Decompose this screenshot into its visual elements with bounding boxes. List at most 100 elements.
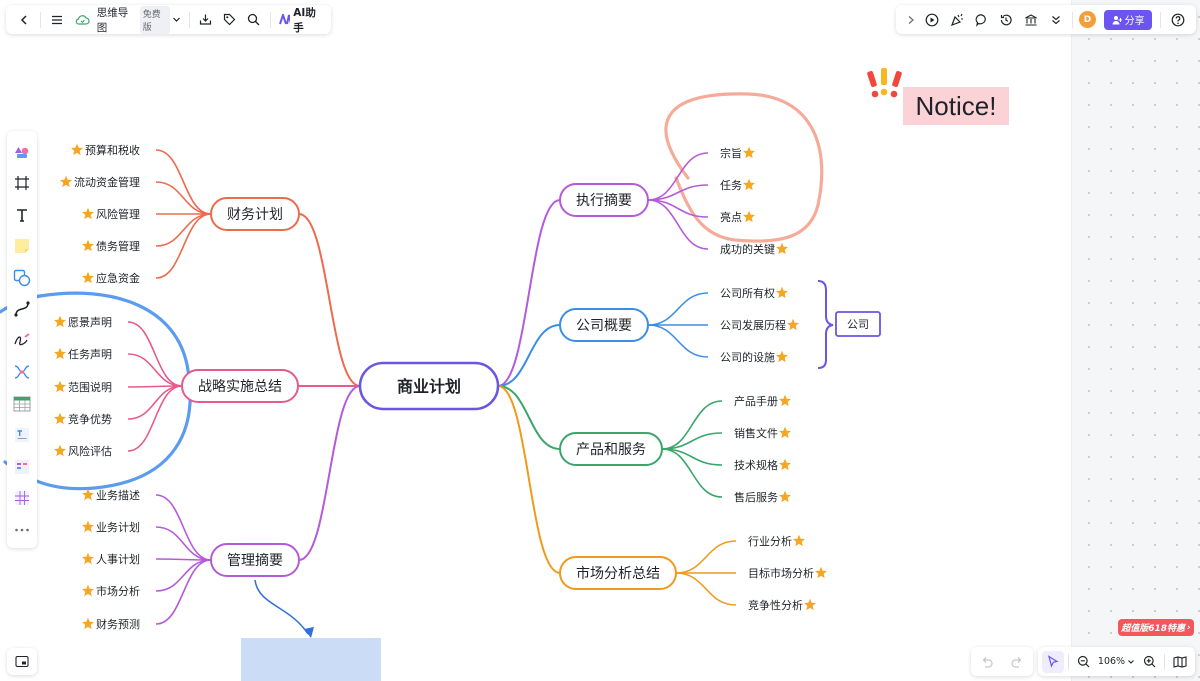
- undo-icon: [982, 656, 993, 668]
- leaf-node[interactable]: 公司的设施: [720, 350, 775, 364]
- branch-node-box[interactable]: [181, 369, 299, 403]
- branch-connector: [661, 448, 723, 498]
- more-options-button[interactable]: [1043, 9, 1068, 31]
- leaf-node[interactable]: 任务: [720, 179, 742, 192]
- summary-node-box[interactable]: [835, 311, 881, 337]
- leaf-node[interactable]: 技术规格: [734, 458, 778, 472]
- leaf-node[interactable]: 任务声明: [68, 347, 112, 361]
- leaf-node[interactable]: 财务预测: [96, 617, 140, 631]
- freehand-circle-annotation[interactable]: [664, 92, 824, 243]
- leaf-node[interactable]: 公司所有权: [720, 286, 775, 300]
- selection-rectangle[interactable]: [241, 638, 381, 681]
- summary-bracket[interactable]: [817, 280, 834, 369]
- leaf-node[interactable]: 预算和税收: [85, 143, 140, 157]
- comment-button[interactable]: [969, 9, 994, 31]
- leaf-node[interactable]: 销售文件: [734, 426, 778, 440]
- connector-tool[interactable]: [9, 294, 35, 326]
- export-button[interactable]: [196, 9, 216, 31]
- fit-view-button[interactable]: [1169, 651, 1191, 673]
- leaf-node[interactable]: 售后服务: [734, 490, 778, 504]
- present-button[interactable]: [920, 9, 945, 31]
- branch-node[interactable]: 战略实施总结: [181, 369, 299, 403]
- arrow-connector[interactable]: [254, 579, 309, 635]
- kanban-tool[interactable]: [9, 451, 35, 483]
- branch-node-box[interactable]: [559, 432, 663, 466]
- document-title[interactable]: 思维导图: [96, 6, 129, 34]
- branch-node[interactable]: 财务计划: [210, 197, 300, 231]
- shape-tool[interactable]: [9, 262, 35, 294]
- text-card-tool[interactable]: [9, 420, 35, 452]
- leaf-node[interactable]: 债务管理: [96, 239, 140, 253]
- mindmap-tool[interactable]: [9, 357, 35, 389]
- history-button[interactable]: [994, 9, 1019, 31]
- share-button[interactable]: 分享: [1103, 9, 1153, 30]
- leaf-node[interactable]: 成功的关键: [720, 242, 775, 256]
- summary-node[interactable]: 公司: [835, 311, 881, 337]
- branch-node-box[interactable]: [559, 556, 677, 590]
- branch-node[interactable]: 执行摘要: [559, 183, 649, 217]
- promo-badge[interactable]: 超值版618特惠 ›: [1118, 619, 1194, 636]
- branch-node[interactable]: 市场分析总结: [559, 556, 677, 590]
- sticky-note-tool[interactable]: [9, 231, 35, 263]
- leaf-node[interactable]: 人事计划: [96, 553, 140, 566]
- text-tool[interactable]: [9, 199, 35, 231]
- select-mode-button[interactable]: [1042, 650, 1064, 673]
- leaf-node[interactable]: 范围说明: [68, 380, 112, 394]
- leaf-node[interactable]: 产品手册: [734, 394, 778, 408]
- frame-tool[interactable]: [9, 168, 35, 200]
- tag-button[interactable]: [220, 9, 240, 31]
- leaf-node[interactable]: 风险评估: [68, 444, 112, 458]
- toolbar-divider: [1164, 653, 1166, 670]
- zoom-out-button[interactable]: [1073, 651, 1095, 673]
- central-topic-box[interactable]: [358, 361, 500, 411]
- branch-connector: [661, 432, 723, 450]
- leaf-node[interactable]: 亮点: [720, 210, 742, 224]
- branch-node-box[interactable]: [210, 543, 300, 577]
- branch-node[interactable]: 产品和服务: [559, 432, 663, 466]
- user-avatar[interactable]: D: [1079, 11, 1096, 28]
- leaf-node[interactable]: 愿景声明: [68, 315, 112, 329]
- leaf-node[interactable]: 行业分析: [748, 534, 792, 548]
- ai-assistant-button[interactable]: AI助手: [278, 5, 323, 35]
- cloud-sync-status[interactable]: [73, 9, 93, 31]
- leaf-node[interactable]: 业务计划: [96, 521, 140, 534]
- leaf-node[interactable]: 目标市场分析: [748, 566, 814, 580]
- leaf-node[interactable]: 风险管理: [96, 207, 140, 221]
- title-dropdown-button[interactable]: [170, 9, 183, 31]
- table-tool[interactable]: [9, 388, 35, 420]
- leaf-node[interactable]: 公司发展历程: [720, 318, 786, 332]
- institution-icon: [1025, 13, 1037, 26]
- leaf-node[interactable]: 竞争优势: [68, 412, 112, 426]
- leaf-node[interactable]: 应急资金: [96, 271, 140, 285]
- leaf-node[interactable]: 流动资金管理: [74, 175, 140, 189]
- leaf-node[interactable]: 市场分析: [96, 584, 140, 598]
- branch-node-box[interactable]: [559, 308, 649, 342]
- collapse-toolbar-button[interactable]: [902, 9, 920, 31]
- pen-tool[interactable]: [9, 325, 35, 357]
- leaf-node[interactable]: 宗旨: [720, 146, 742, 160]
- celebrate-button[interactable]: [945, 9, 970, 31]
- shape-library-tool[interactable]: [9, 136, 35, 168]
- back-button[interactable]: [14, 9, 34, 31]
- branch-node-box[interactable]: [559, 183, 649, 217]
- notice-text: Notice!: [903, 87, 1009, 125]
- central-topic[interactable]: 商业计划: [358, 361, 500, 411]
- branch-node-box[interactable]: [210, 197, 300, 231]
- notice-sticker[interactable]: Notice!: [867, 68, 1012, 128]
- redo-button[interactable]: [1007, 651, 1029, 673]
- zoom-level-dropdown[interactable]: 106%: [1098, 656, 1135, 667]
- grid-layout-tool[interactable]: [9, 483, 35, 515]
- minimap-toggle-button[interactable]: [7, 648, 37, 675]
- menu-button[interactable]: [47, 9, 67, 31]
- branch-node[interactable]: 公司概要: [559, 308, 649, 342]
- template-button[interactable]: [1019, 9, 1044, 31]
- leaf-node[interactable]: 竞争性分析: [748, 598, 803, 612]
- zoom-in-button[interactable]: [1138, 651, 1160, 673]
- undo-button[interactable]: [976, 651, 998, 673]
- branch-node[interactable]: 管理摘要: [210, 543, 300, 577]
- leaf-node[interactable]: 业务描述: [96, 488, 140, 502]
- help-button[interactable]: [1165, 9, 1190, 31]
- more-tools-button[interactable]: [9, 514, 35, 546]
- search-button[interactable]: [244, 9, 264, 31]
